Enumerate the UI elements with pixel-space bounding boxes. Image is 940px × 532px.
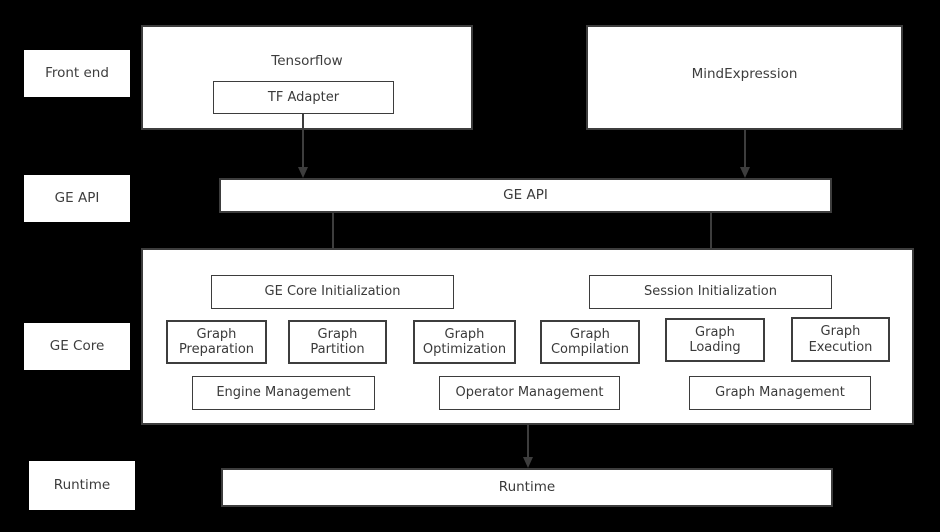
mindexpression-title: MindExpression — [691, 66, 798, 82]
graph-loading-box[interactable]: Graph Loading — [665, 318, 765, 362]
engine-management-box[interactable]: Engine Management — [192, 376, 375, 410]
tensorflow-container: Tensorflow — [141, 25, 473, 130]
session-initialization-box[interactable]: Session Initialization — [589, 275, 832, 309]
ge-core-initialization-box[interactable]: GE Core Initialization — [211, 275, 454, 309]
runtime-bar[interactable]: Runtime — [221, 468, 833, 507]
graph-management-box[interactable]: Graph Management — [689, 376, 871, 410]
layer-label-front-end: Front end — [24, 50, 130, 97]
layer-label-runtime: Runtime — [29, 461, 135, 510]
operator-management-box[interactable]: Operator Management — [439, 376, 620, 410]
graph-preparation-box[interactable]: Graph Preparation — [166, 320, 267, 364]
graph-optimization-box[interactable]: Graph Optimization — [413, 320, 516, 364]
tf-adapter-box[interactable]: TF Adapter — [213, 81, 394, 114]
layer-label-ge-api: GE API — [24, 175, 130, 222]
arrow-mindexpression-to-ge-api — [740, 130, 750, 178]
graph-partition-box[interactable]: Graph Partition — [288, 320, 387, 364]
graph-execution-box[interactable]: Graph Execution — [791, 317, 890, 362]
graph-compilation-box[interactable]: Graph Compilation — [540, 320, 640, 364]
mindexpression-container: MindExpression — [586, 25, 903, 130]
arrow-tf-adapter-to-ge-api — [298, 113, 308, 178]
arrow-ge-core-to-runtime — [523, 425, 533, 468]
layer-label-ge-core: GE Core — [24, 323, 130, 370]
ge-api-bar[interactable]: GE API — [219, 178, 832, 213]
tensorflow-title: Tensorflow — [271, 53, 343, 69]
